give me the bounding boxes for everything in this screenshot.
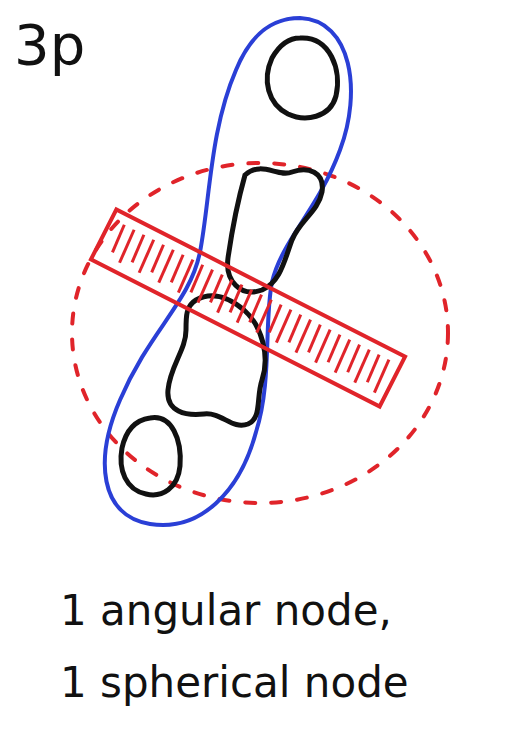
hatch-line: [111, 225, 126, 253]
hatch-line: [169, 255, 184, 283]
hatch-line: [248, 295, 263, 323]
hatch-line: [189, 265, 204, 293]
hatch-line: [346, 345, 361, 373]
outer-lobe: [267, 38, 337, 118]
outer-lobe: [121, 418, 180, 495]
hatch-line: [326, 335, 341, 363]
hatch-line: [150, 245, 165, 273]
hatch-line: [209, 275, 224, 303]
hatching: [108, 225, 391, 393]
hatch-line: [366, 355, 381, 383]
node-note: 1 spherical node: [60, 660, 409, 706]
orbital-boundary: [105, 18, 351, 525]
hatch-line: [307, 325, 322, 353]
hatch-line: [228, 285, 243, 313]
hatch-line: [287, 315, 302, 343]
nodal-plane: [91, 210, 405, 407]
angular-node-plane: [91, 210, 405, 407]
inner-lobe: [168, 296, 265, 425]
hatch-line: [373, 360, 391, 393]
hatch-line: [130, 235, 145, 263]
hatch-line: [268, 305, 283, 333]
orbital-title: 3p: [14, 14, 85, 76]
spherical-node-circle: [72, 163, 448, 503]
node-note: 1 angular node,: [60, 588, 392, 634]
